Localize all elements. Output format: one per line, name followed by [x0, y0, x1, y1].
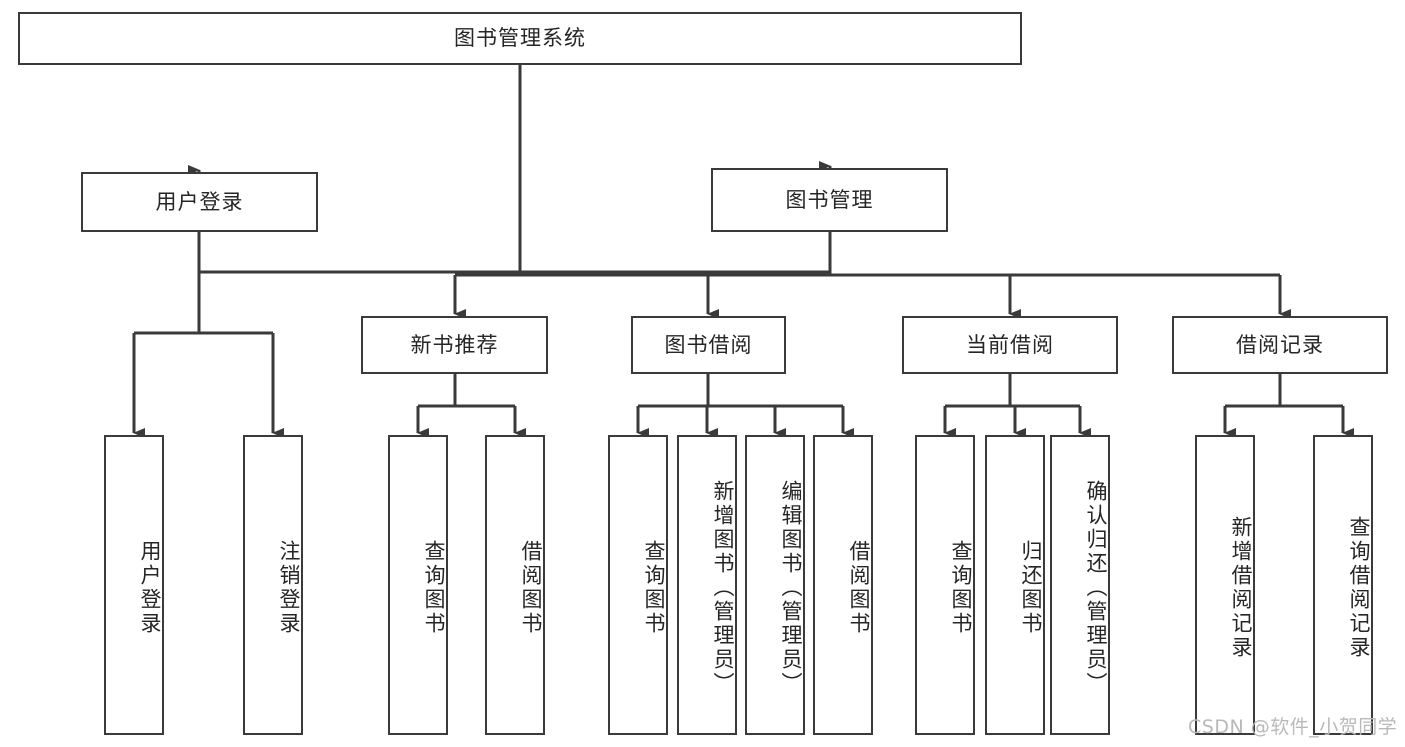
leaf-borrow-book[interactable]: 借阅图书	[813, 435, 873, 735]
leaf-user-login[interactable]: 用户登录	[104, 435, 164, 735]
leaf-add-book-admin[interactable]: 新增图书（管理员）	[677, 435, 737, 735]
leaf-return-book[interactable]: 归还图书	[985, 435, 1045, 735]
leaf-edit-book-admin-label: 编辑图书（管理员）	[779, 480, 803, 696]
leaf-add-borrow-record-label: 新增借阅记录	[1229, 516, 1253, 660]
watermark: CSDN @软件_小贺同学	[1188, 716, 1398, 738]
leaf-query-borrow-record-label: 查询借阅记录	[1347, 516, 1371, 660]
node-current-borrow[interactable]: 当前借阅	[902, 316, 1118, 374]
leaf-query-borrow-record[interactable]: 查询借阅记录	[1313, 435, 1373, 735]
leaf-borrow-book-new-label: 借阅图书	[519, 540, 543, 636]
leaf-query-book-borrow-label: 查询图书	[642, 540, 666, 636]
leaf-query-book-borrow[interactable]: 查询图书	[608, 435, 668, 735]
node-new-book-recommend-label: 新书推荐	[410, 332, 499, 357]
leaf-confirm-return-admin-label: 确认归还（管理员）	[1084, 480, 1108, 696]
node-book-management[interactable]: 图书管理	[711, 168, 948, 232]
leaf-query-book-new-label: 查询图书	[422, 540, 446, 636]
leaf-user-logout[interactable]: 注销登录	[243, 435, 303, 735]
node-user-login[interactable]: 用户登录	[81, 172, 318, 232]
node-book-borrow-label: 图书借阅	[664, 332, 753, 357]
node-book-borrow[interactable]: 图书借阅	[631, 316, 786, 374]
node-book-management-label: 图书管理	[785, 187, 874, 212]
leaf-user-logout-label: 注销登录	[277, 540, 301, 636]
node-new-book-recommend[interactable]: 新书推荐	[361, 316, 548, 374]
node-borrow-records[interactable]: 借阅记录	[1172, 316, 1388, 374]
node-user-login-label: 用户登录	[155, 189, 244, 214]
leaf-borrow-book-new[interactable]: 借阅图书	[485, 435, 545, 735]
node-current-borrow-label: 当前借阅	[966, 332, 1054, 357]
node-root-label: 图书管理系统	[454, 26, 586, 51]
leaf-query-book-new[interactable]: 查询图书	[388, 435, 448, 735]
leaf-add-book-admin-label: 新增图书（管理员）	[711, 480, 735, 696]
leaf-edit-book-admin[interactable]: 编辑图书（管理员）	[745, 435, 805, 735]
leaf-return-book-label: 归还图书	[1019, 540, 1043, 636]
leaf-query-book-current[interactable]: 查询图书	[915, 435, 975, 735]
leaf-borrow-book-label: 借阅图书	[847, 540, 871, 636]
leaf-add-borrow-record[interactable]: 新增借阅记录	[1195, 435, 1255, 735]
leaf-user-login-label: 用户登录	[138, 540, 162, 636]
node-borrow-records-label: 借阅记录	[1236, 332, 1324, 357]
leaf-confirm-return-admin[interactable]: 确认归还（管理员）	[1050, 435, 1110, 735]
leaf-query-book-current-label: 查询图书	[949, 540, 973, 636]
node-root[interactable]: 图书管理系统	[18, 12, 1022, 65]
